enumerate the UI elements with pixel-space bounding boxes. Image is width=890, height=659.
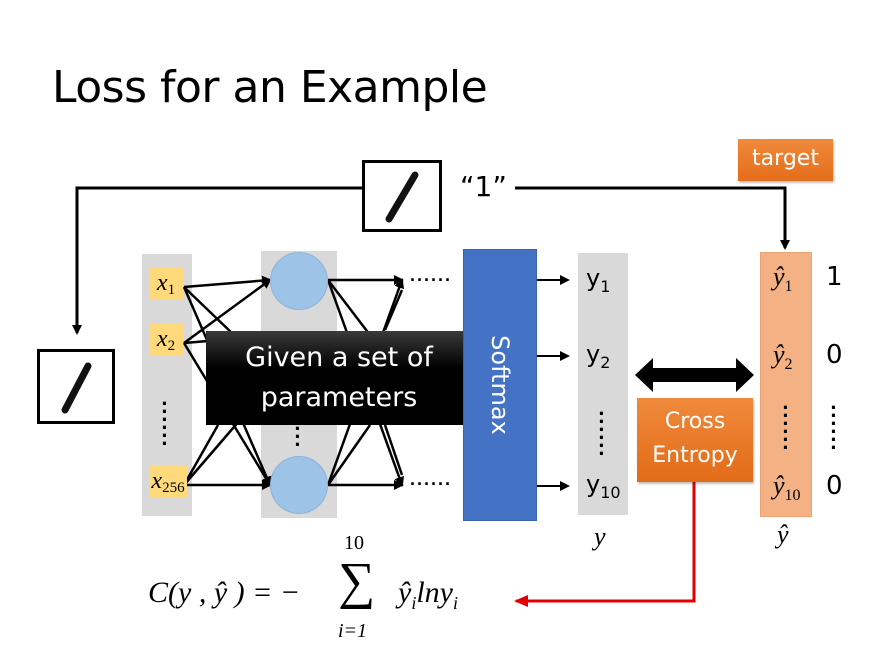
formula-ln-subscript: i xyxy=(453,593,459,613)
compare-double-arrow-icon xyxy=(635,358,754,392)
class-label-text: “1” xyxy=(460,170,507,203)
input-symbol: x xyxy=(156,270,168,296)
output-symbol: y xyxy=(586,340,601,368)
formula-lhs: C(y , ŷ ) = − xyxy=(148,576,301,609)
output-column-label: y xyxy=(594,522,606,551)
output-vertical-ellipsis: ······ xyxy=(598,401,606,466)
formula-term: ŷilnyi xyxy=(398,576,458,614)
layer-ellipsis-bottom: ······ xyxy=(410,474,452,494)
input-subscript: 1 xyxy=(167,282,176,298)
input-node-x256: x256 xyxy=(149,466,187,498)
target-value-1: 1 xyxy=(826,262,843,292)
output-subscript: 10 xyxy=(600,483,621,502)
output-y2: y2 xyxy=(586,340,610,372)
target-subscript: 2 xyxy=(784,356,793,373)
input-digit-image-top xyxy=(362,160,442,232)
cross-entropy-box: Cross Entropy xyxy=(637,398,753,482)
input-digit-image-left xyxy=(37,349,115,424)
output-y1: y1 xyxy=(586,264,610,296)
output-y10: y10 xyxy=(586,470,621,502)
slide-title: Loss for an Example xyxy=(52,62,488,113)
formula-ln: lny xyxy=(416,576,453,609)
target-value-ellipsis: ······ xyxy=(830,395,838,460)
input-subscript: 256 xyxy=(162,480,185,496)
target-column-label: ŷ xyxy=(777,520,789,549)
output-subscript: 1 xyxy=(600,277,611,296)
target-value-10: 0 xyxy=(826,471,843,501)
route-line-right xyxy=(515,186,790,250)
formula-term-symbol: ŷ xyxy=(398,576,412,609)
caption-line-1: Given a set of xyxy=(245,342,433,373)
softmax-label: Softmax xyxy=(486,335,514,435)
target-column xyxy=(760,252,812,517)
input-subscript: 2 xyxy=(167,338,176,354)
input-symbol: x xyxy=(156,326,168,352)
input-symbol: x xyxy=(151,468,163,494)
hidden-neuron-bottom xyxy=(270,456,328,514)
hidden-vertical-ellipsis: ··· xyxy=(294,416,302,457)
input-node-x2: x2 xyxy=(149,324,183,356)
target-yhat2: ŷ2 xyxy=(773,340,793,374)
softmax-layer: Softmax xyxy=(463,249,537,521)
target-symbol: ŷ xyxy=(773,471,785,500)
target-value-2: 0 xyxy=(826,340,843,370)
layer-ellipsis-top: ······ xyxy=(410,270,452,290)
hidden-neuron-top xyxy=(270,252,328,310)
red-arrow xyxy=(514,482,696,607)
route-line-left xyxy=(72,186,362,335)
target-subscript: 10 xyxy=(784,487,801,504)
input-node-x1: x1 xyxy=(149,268,183,300)
output-subscript: 2 xyxy=(600,353,611,372)
input-vertical-ellipsis: ······ xyxy=(161,391,169,456)
output-column xyxy=(578,253,628,515)
output-symbol: y xyxy=(586,470,601,498)
cross-entropy-formula: C(y , ŷ ) = − 10 ∑ i=1 ŷilnyi xyxy=(148,532,528,652)
target-vertical-ellipsis: ······ xyxy=(782,395,790,460)
target-yhat10: ŷ10 xyxy=(773,471,801,505)
formula-lower-limit: i=1 xyxy=(338,620,368,642)
target-label-box: target xyxy=(738,139,833,181)
cross-entropy-line-1: Cross xyxy=(664,409,726,434)
parameters-caption-box: Given a set of parameters xyxy=(206,331,472,425)
formula-term-subscript: i xyxy=(411,593,417,613)
formula-upper-limit: 10 xyxy=(344,532,364,554)
digit-one-icon xyxy=(385,171,419,223)
softmax-output-arrows xyxy=(537,275,570,491)
target-symbol: ŷ xyxy=(773,340,785,369)
cross-entropy-line-2: Entropy xyxy=(652,443,738,468)
digit-one-icon xyxy=(61,362,92,414)
output-symbol: y xyxy=(586,264,601,292)
caption-line-2: parameters xyxy=(260,382,418,413)
target-subscript: 1 xyxy=(784,278,793,295)
target-yhat1: ŷ1 xyxy=(773,262,793,296)
sum-icon: ∑ xyxy=(338,553,376,610)
target-symbol: ŷ xyxy=(773,262,785,291)
